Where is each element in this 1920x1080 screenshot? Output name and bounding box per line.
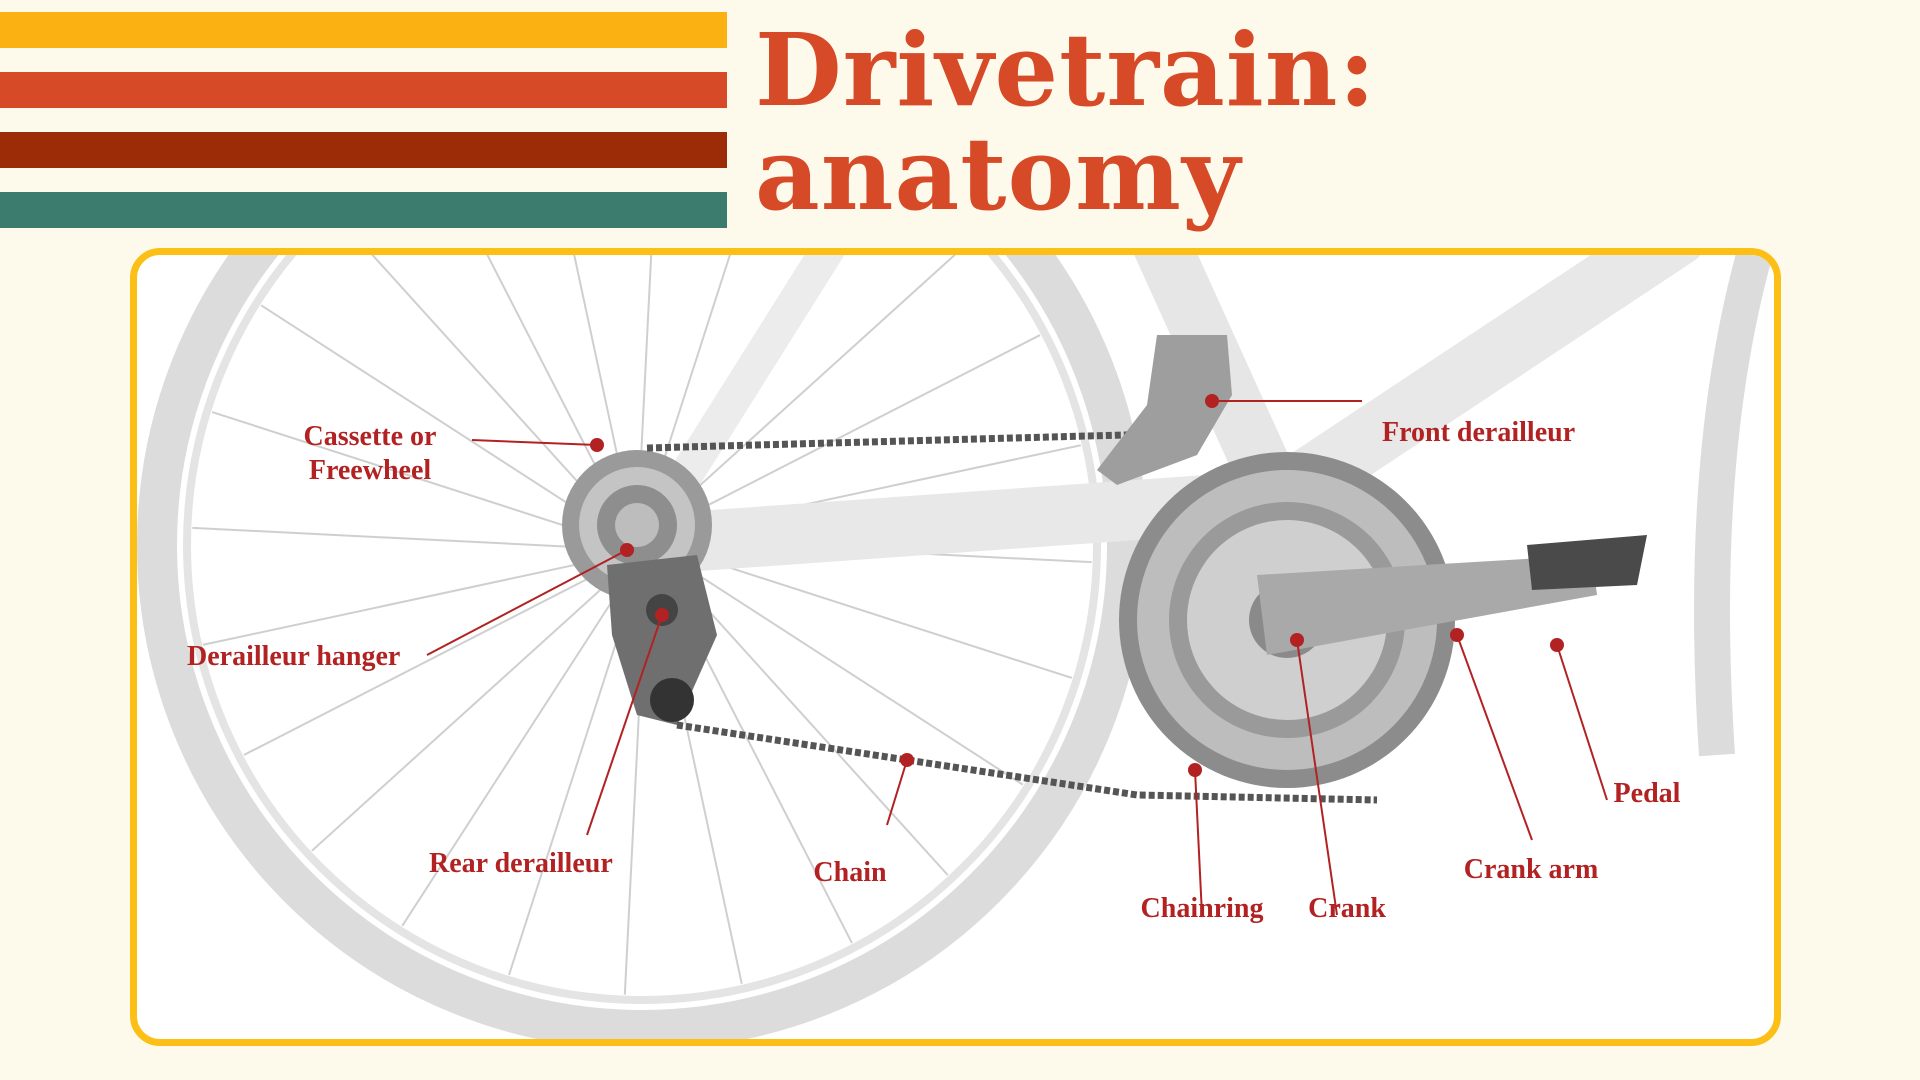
stripe-rust [0,132,727,168]
page-title: Drivetrain: anatomy [755,18,1376,226]
wheel-spoke [573,255,632,520]
wheel-spoke [667,554,1024,786]
wheel-spoke [202,555,617,646]
label-dots [590,394,1564,777]
diagram-frame: Cassette or Freewheel Derailleur hanger … [130,248,1781,1046]
stripe-yellow [0,12,727,48]
title-line-2: anatomy [755,115,1242,233]
label-chainring: Chainring [1141,893,1264,924]
pedal-part [1527,535,1647,590]
stripe-teal [0,192,727,228]
label-front-derailleur: Front derailleur [1382,417,1575,448]
leader-lines [426,400,1608,916]
wheel-spoke [192,526,615,550]
label-chain: Chain [813,857,887,888]
label-cassette-line2: Freewheel [309,455,432,486]
label-crank-arm: Crank arm [1464,854,1599,885]
front-wheel [1694,255,1773,757]
label-derailleur-hanger: Derailleur hanger [187,641,400,672]
crank-arm-part [1257,555,1597,655]
wheel-spoke [637,255,653,518]
wheel-spoke [669,547,1073,679]
wheel-spoke [371,255,621,529]
rear-derailleur-part [607,555,717,725]
wheel-spoke [211,411,615,543]
stripe-orange [0,72,727,108]
wheel-spoke [311,566,626,852]
wheel-spoke [663,334,1041,529]
title-line-1: Drivetrain: [755,11,1377,129]
label-crank: Crank [1308,893,1386,924]
wheel-spoke [401,570,633,927]
wheel-spoke [243,561,621,756]
label-pedal: Pedal [1614,778,1681,809]
wheel-spoke [260,304,617,536]
label-cassette-line1: Cassette or [304,421,437,452]
chain-part [646,429,1378,804]
wheel-spoke [486,255,626,524]
wheel-spoke [658,255,957,524]
label-rear-derailleur: Rear derailleur [429,848,613,879]
front-derailleur-part [1097,335,1232,485]
drivetrain-diagram: Cassette or Freewheel Derailleur hanger … [137,255,1773,1039]
